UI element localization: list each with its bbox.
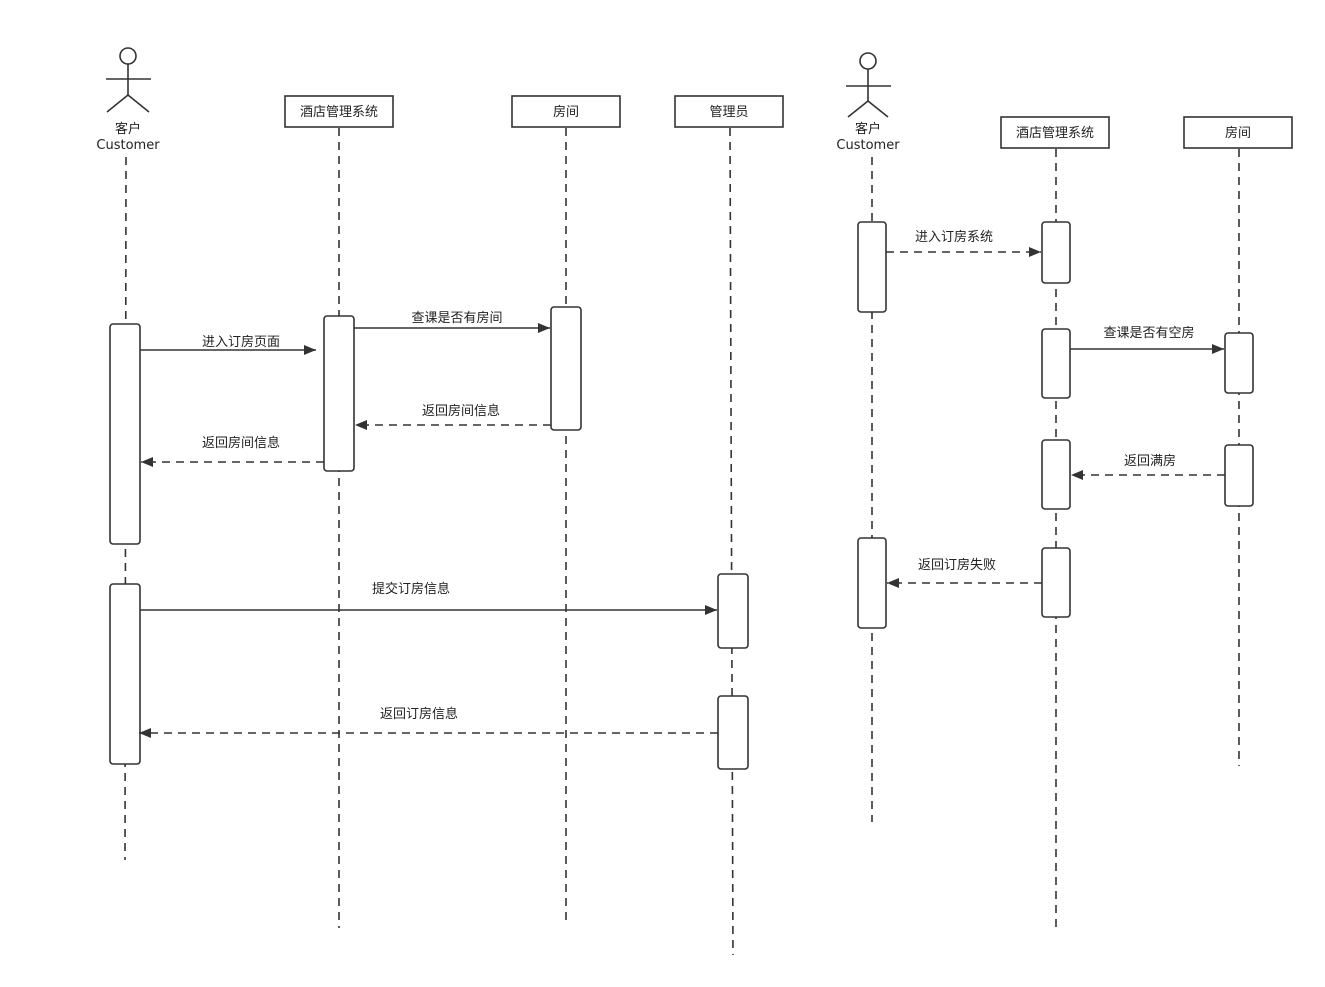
message-enter-booking-page: 进入订房页面 <box>140 334 316 355</box>
message-label: 提交订房信息 <box>372 581 450 597</box>
activation-bar <box>1224 444 1254 507</box>
participant-admin: 管理员 <box>674 95 784 128</box>
activation-bar <box>323 315 355 472</box>
left-sequence-diagram: 客户 Customer 酒店管理系统 房间 管理员 <box>96 47 784 956</box>
message-label: 返回订房失败 <box>918 557 996 573</box>
activation-bar <box>717 695 749 770</box>
participant-label: 酒店管理系统 <box>1016 126 1094 141</box>
stick-figure-icon <box>846 52 891 118</box>
participant-label: 管理员 <box>709 105 748 120</box>
message-label: 进入订房页面 <box>202 334 280 350</box>
message-return-room-info-to-customer: 返回房间信息 <box>141 435 324 467</box>
activation-bar <box>857 221 887 313</box>
message-label: 返回房间信息 <box>202 435 280 451</box>
activation-bar <box>1041 328 1071 399</box>
actor-name-en: Customer <box>96 138 160 153</box>
message-query-rooms: 查课是否有房间 <box>354 310 550 333</box>
participant-label: 房间 <box>1225 125 1251 141</box>
actor-name-cn: 客户 <box>115 121 141 137</box>
message-return-room-info: 返回房间信息 <box>355 403 551 430</box>
activation-bar <box>109 583 141 765</box>
message-label: 进入订房系统 <box>915 229 993 245</box>
participant-hotel-system: 酒店管理系统 <box>284 95 394 128</box>
message-label: 查课是否有房间 <box>411 310 502 326</box>
actor-name-en: Customer <box>836 138 900 153</box>
message-label: 查课是否有空房 <box>1103 325 1194 341</box>
left-actor: 客户 Customer <box>96 47 160 153</box>
participant-label: 酒店管理系统 <box>300 105 378 120</box>
activation-bar <box>1041 221 1071 284</box>
actor-name-cn: 客户 <box>855 121 881 137</box>
activation-bar <box>109 323 141 545</box>
activation-bar <box>1041 439 1071 510</box>
message-return-booking-info: 返回订房信息 <box>139 706 718 738</box>
activation-bar <box>857 537 887 629</box>
participant-room: 房间 <box>511 95 621 128</box>
lifeline-admin <box>729 127 734 956</box>
activation-bar <box>717 573 749 649</box>
right-sequence-diagram: 客户 Customer 酒店管理系统 房间 <box>836 52 1293 930</box>
stick-figure-icon <box>106 47 151 113</box>
message-return-full: 返回满房 <box>1071 453 1225 480</box>
activation-bar <box>1041 547 1071 618</box>
message-label: 返回满房 <box>1124 453 1176 469</box>
message-label: 返回房间信息 <box>422 403 500 419</box>
participant-hotel-system: 酒店管理系统 <box>1000 116 1110 149</box>
participant-label: 房间 <box>553 104 579 120</box>
message-label: 返回订房信息 <box>380 706 458 722</box>
message-enter-booking-system: 进入订房系统 <box>886 229 1041 257</box>
activation-bar <box>550 306 582 431</box>
message-submit-booking: 提交订房信息 <box>140 581 717 615</box>
activation-bar <box>1224 332 1254 394</box>
message-return-booking-failed: 返回订房失败 <box>887 557 1042 588</box>
right-actor: 客户 Customer <box>836 52 900 153</box>
message-query-vacant-rooms: 查课是否有空房 <box>1070 325 1224 354</box>
participant-room: 房间 <box>1183 116 1293 149</box>
